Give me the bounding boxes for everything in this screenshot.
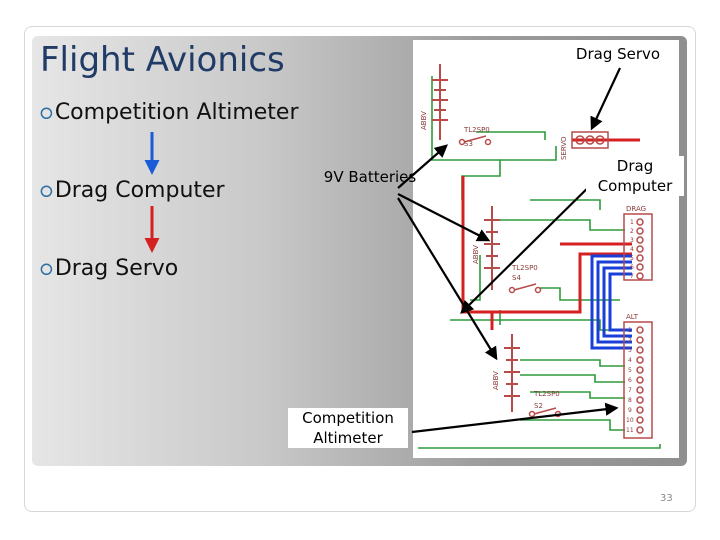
bullet-competition-altimeter: ⭘Competition Altimeter	[40, 100, 299, 125]
slide-title: Flight Avionics	[40, 40, 285, 80]
bullet-text: Drag Servo	[54, 256, 179, 281]
bullet-drag-computer: ⭘Drag Computer	[40, 178, 225, 203]
bullet-drag-servo: ⭘Drag Servo	[40, 256, 178, 281]
page-number: 33	[660, 493, 673, 504]
bullet-icon: ⭘	[40, 260, 53, 279]
callout-batteries: 9V Batteries	[323, 168, 417, 186]
bullet-icon: ⭘	[40, 182, 53, 201]
callout-altimeter: Competition Altimeter	[288, 408, 408, 448]
circuit-schematic	[413, 40, 679, 458]
callout-drag-computer: Drag Computer	[586, 156, 684, 196]
bullet-icon: ⭘	[40, 104, 53, 123]
callout-drag-servo: Drag Servo	[558, 44, 678, 64]
bullet-text: Competition Altimeter	[54, 100, 299, 125]
bullet-text: Drag Computer	[54, 178, 225, 203]
